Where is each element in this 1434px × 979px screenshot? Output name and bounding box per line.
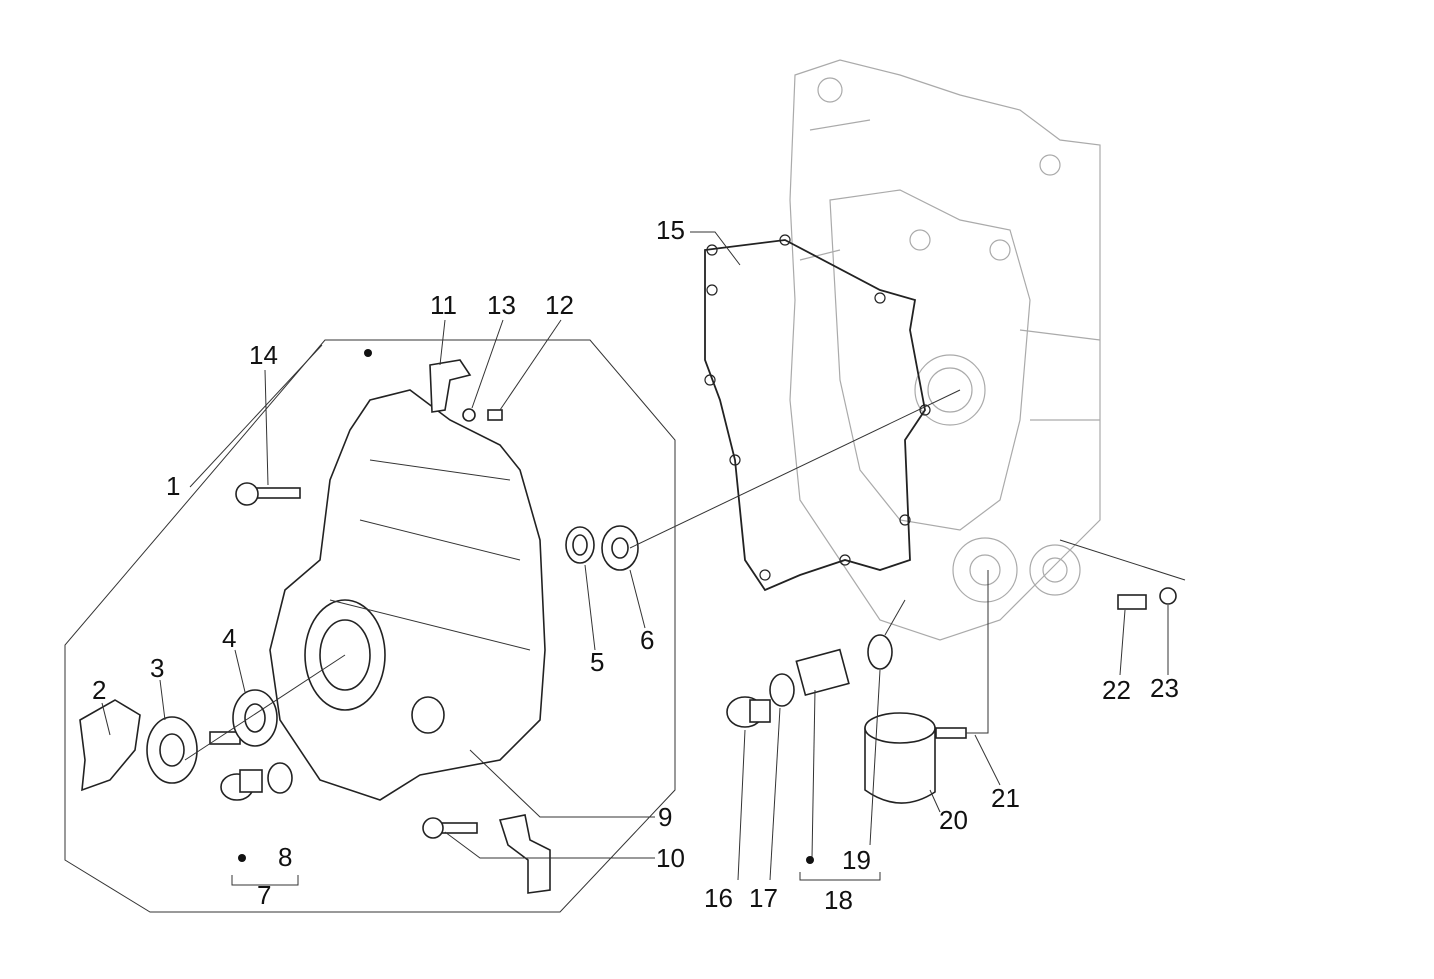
gasket bbox=[704, 239, 926, 592]
callout-12: 12 bbox=[545, 290, 574, 320]
callout-23: 23 bbox=[1150, 673, 1179, 703]
gasket-holes bbox=[704, 234, 931, 581]
callout-labels: 1 2 3 4 5 6 7 8 9 10 11 12 13 14 15 16 1… bbox=[92, 215, 1179, 915]
callout-13: 13 bbox=[487, 290, 516, 320]
callout-19: 19 bbox=[842, 845, 871, 875]
callout-8: 8 bbox=[278, 842, 292, 872]
callout-20: 20 bbox=[939, 805, 968, 835]
callout-6: 6 bbox=[640, 625, 654, 655]
callout-4: 4 bbox=[222, 623, 236, 653]
callout-7: 7 bbox=[257, 880, 271, 910]
callout-22: 22 bbox=[1102, 675, 1131, 705]
callout-1: 1 bbox=[166, 471, 180, 501]
callout-9: 9 bbox=[658, 802, 672, 832]
callout-3: 3 bbox=[150, 653, 164, 683]
leader-lines bbox=[101, 231, 1186, 886]
crankcase-housing bbox=[789, 59, 1101, 641]
callout-11: 11 bbox=[430, 290, 457, 320]
callout-14: 14 bbox=[249, 340, 278, 370]
callout-21: 21 bbox=[991, 783, 1020, 813]
callout-17: 17 bbox=[749, 883, 778, 913]
dot-markers bbox=[238, 349, 814, 864]
callout-10: 10 bbox=[656, 843, 685, 873]
callout-5: 5 bbox=[590, 647, 604, 677]
callout-2: 2 bbox=[92, 675, 106, 705]
flywheel-cover bbox=[269, 389, 546, 801]
callout-16: 16 bbox=[704, 883, 733, 913]
callout-18: 18 bbox=[824, 885, 853, 915]
callout-15: 15 bbox=[656, 215, 685, 245]
group-outline-1 bbox=[64, 339, 676, 913]
parts bbox=[79, 359, 1177, 894]
